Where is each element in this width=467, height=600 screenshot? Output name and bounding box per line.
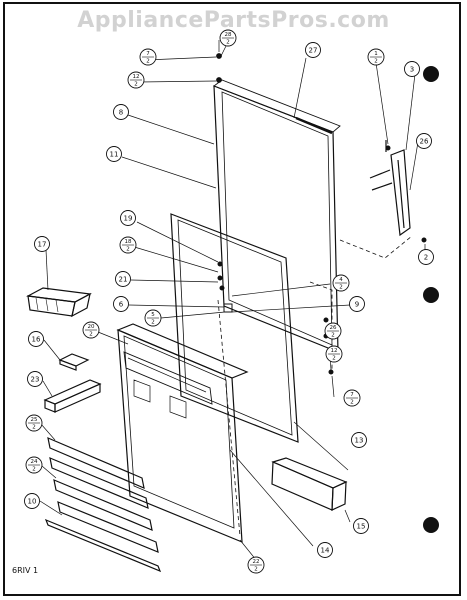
fraction-num: 12	[331, 348, 338, 354]
fraction-den: 2	[134, 82, 138, 88]
fraction-num: 5	[151, 312, 155, 318]
callout-6: 6	[119, 301, 124, 309]
registration-dot-top	[423, 66, 439, 82]
callout-3: 3	[410, 66, 414, 74]
ice-tray	[43, 379, 102, 413]
fraction-den: 2	[350, 400, 354, 406]
leader-lines	[39, 39, 426, 562]
door-shelves	[44, 437, 162, 573]
fraction-den: 2	[32, 467, 36, 473]
callout-23: 23	[31, 376, 40, 384]
callout-16: 16	[32, 336, 41, 344]
callout-15: 15	[357, 523, 366, 531]
callout-26: 26	[420, 138, 429, 146]
callout-labels: 8 11 27 3 26 19 17 21 6 16 23 10 13 14 1…	[28, 47, 429, 555]
shelf-bar	[271, 457, 348, 511]
callout-8: 8	[119, 109, 123, 117]
watermark: AppliancePartsPros.com	[77, 8, 390, 33]
fraction-den: 2	[339, 285, 343, 291]
fraction-den: 2	[254, 567, 258, 573]
fraction-den: 2	[332, 356, 336, 362]
callout-2: 2	[424, 254, 428, 262]
fraction-callouts: 7 2 28 2 12 2 1 2 18 2 5 2 4 2 20 2 25 2…	[31, 32, 378, 573]
alignment-lines	[217, 235, 413, 537]
registration-dot-middle	[423, 287, 439, 303]
storage-bin	[26, 287, 92, 318]
inner-door-liner	[116, 323, 249, 543]
fraction-num: 4	[339, 277, 343, 283]
fraction-num: 28	[225, 32, 232, 38]
callout-10: 10	[28, 498, 37, 506]
revision-label: 6RIV 1	[12, 566, 39, 575]
door-gasket	[170, 213, 299, 443]
fraction-den: 2	[374, 59, 378, 65]
fraction-num: 20	[88, 324, 95, 330]
callout-19: 19	[124, 215, 133, 223]
fraction-num: 18	[125, 239, 132, 245]
fraction-den: 2	[226, 40, 230, 46]
small-tray	[58, 353, 90, 371]
fraction-num: 24	[31, 459, 38, 465]
fraction-den: 2	[331, 333, 335, 339]
callout-13: 13	[355, 437, 364, 445]
callout-11: 11	[110, 151, 119, 159]
fraction-num: 22	[253, 559, 260, 565]
fraction-num: 7	[146, 51, 150, 57]
fraction-num: 26	[330, 325, 337, 331]
callout-9: 9	[355, 301, 359, 309]
hardware-screws	[216, 53, 427, 375]
fraction-num: 25	[31, 417, 38, 423]
callout-circles	[24, 29, 434, 574]
door-handle	[369, 140, 411, 237]
outer-door-panel	[213, 79, 341, 353]
callout-21: 21	[119, 276, 128, 284]
fraction-num: 12	[133, 74, 140, 80]
fraction-den: 2	[89, 332, 93, 338]
callout-14: 14	[321, 547, 330, 555]
callout-27: 27	[309, 47, 318, 55]
fraction-den: 2	[151, 320, 155, 326]
callout-17: 17	[38, 241, 47, 249]
fraction-num: 1	[374, 51, 378, 57]
fraction-num: 7	[350, 392, 354, 398]
registration-dot-bottom	[423, 517, 439, 533]
fraction-den: 2	[32, 425, 36, 431]
fraction-den: 2	[126, 247, 130, 253]
fraction-den: 2	[146, 59, 150, 65]
